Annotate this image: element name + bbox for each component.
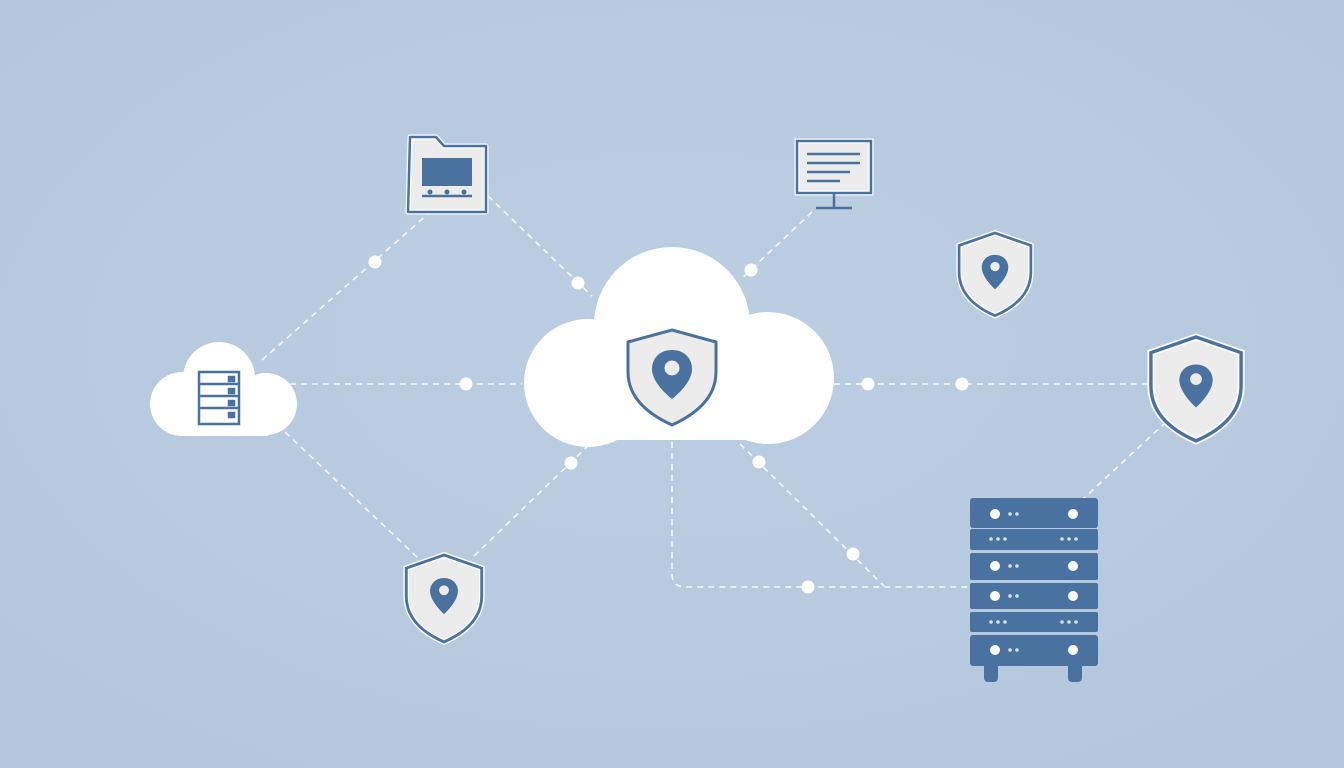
connector-right-shield-to-server: [1081, 421, 1167, 501]
node-dot: [368, 255, 382, 269]
shield-location-icon: [956, 230, 1034, 319]
cloud-shield-location-icon: [626, 328, 718, 427]
node-dot: [801, 580, 815, 594]
connector-left-cloud-to-bottom-shield: [284, 431, 419, 559]
left-cloud: [150, 342, 297, 436]
node-dot: [571, 276, 585, 290]
connector-nodes: [368, 255, 969, 594]
connectors: [261, 195, 1167, 588]
connector-left-cloud-to-folder: [261, 213, 429, 361]
node-dot: [955, 377, 969, 391]
connector-cloud-to-server-b: [671, 442, 970, 588]
node-dot: [744, 263, 758, 277]
node-dot: [846, 547, 860, 561]
node-dot: [564, 456, 578, 470]
monitor-icon: [794, 138, 874, 210]
cloud-document-icon: [197, 370, 241, 426]
node-dot: [459, 377, 473, 391]
node-dot: [861, 377, 875, 391]
connector-cloud-to-server-a: [739, 443, 885, 587]
central-cloud: [524, 247, 834, 447]
folder-icon: [405, 134, 489, 215]
shield-location-icon: [403, 551, 485, 646]
connector-folder-to-cloud: [487, 195, 593, 297]
node-dot: [752, 455, 766, 469]
server-rack-icon: [970, 498, 1098, 682]
shield-location-icon: [1147, 333, 1245, 445]
